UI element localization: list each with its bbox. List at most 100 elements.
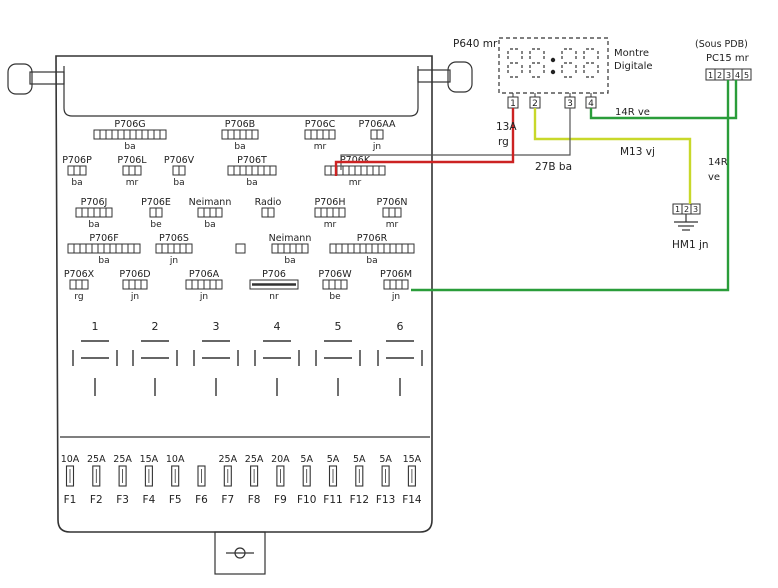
relay-number: 2 <box>152 320 159 333</box>
connector-cell <box>341 243 349 254</box>
connector-cell <box>378 165 386 176</box>
connector-cell <box>353 243 361 254</box>
connector-cell <box>372 165 380 176</box>
bottom-hook <box>214 531 266 575</box>
connector-cell <box>227 165 235 176</box>
connector-cell <box>283 243 291 254</box>
connector-cell <box>304 129 312 140</box>
fuse-f6: F6 <box>195 465 208 506</box>
wire-m13-label: M13 vj <box>620 146 655 158</box>
fuse-name: F5 <box>169 494 182 506</box>
connector-cells <box>122 165 142 176</box>
wire-14r-top <box>589 80 738 120</box>
fuse-name: F1 <box>64 494 77 506</box>
connector-cell <box>109 243 117 254</box>
connector-cell <box>147 129 155 140</box>
connector-ref: Radio <box>255 197 282 208</box>
connector-cells <box>329 243 415 254</box>
pin-label: 2 <box>717 71 722 80</box>
connector-ref: P706L <box>117 155 147 166</box>
connector-cell <box>383 279 391 290</box>
pin-label: 2 <box>532 99 538 109</box>
connector-ref: P706P <box>62 155 92 166</box>
fuse-name: F9 <box>274 494 287 506</box>
connector-cell <box>354 165 362 176</box>
pin-box <box>741 68 752 81</box>
connector-cell <box>338 207 346 218</box>
connector-cell <box>263 165 271 176</box>
fuse-rating: 15A <box>403 454 422 465</box>
fuse-box-inner-panel <box>63 66 419 117</box>
connector-cell <box>203 279 211 290</box>
connector-color: ba <box>366 256 377 266</box>
connector-cell <box>115 243 123 254</box>
pc15-pin-2: 2 <box>714 68 725 81</box>
connector-cell <box>322 279 330 290</box>
connector-cell <box>185 279 193 290</box>
connector-cells <box>322 279 348 290</box>
connector-color: jn <box>169 256 178 266</box>
connector-ref: P706R <box>357 233 388 244</box>
connector-cell <box>127 243 135 254</box>
connector-color: ba <box>124 142 135 152</box>
connector-cell <box>340 279 348 290</box>
connector-color: be <box>329 292 341 302</box>
connector-cell <box>155 243 163 254</box>
relay-number: 6 <box>397 320 404 333</box>
relay-1: 1 <box>72 320 118 396</box>
pc15-pin-3: 3 <box>723 68 734 81</box>
connector-ref: P706D <box>119 269 150 280</box>
connector-color: ba <box>204 220 215 230</box>
connector-cells <box>227 165 277 176</box>
connector-cells <box>122 279 148 290</box>
fuse-name: F8 <box>248 494 261 506</box>
connector-ref: P706X <box>64 269 95 280</box>
connector-color: jn <box>372 142 381 152</box>
clock-title-line1: Montre <box>614 48 649 59</box>
left-mount-tab <box>7 63 33 95</box>
connector-cell <box>140 279 148 290</box>
fuse-f2: 25A F2 <box>87 454 106 506</box>
digit-1 <box>507 48 523 78</box>
right-mount-tab <box>447 61 473 93</box>
relay-6: 6 <box>377 320 423 396</box>
connector-cells <box>75 207 113 218</box>
connector-cell <box>134 165 142 176</box>
pin-label: 3 <box>726 71 731 80</box>
connector-cell <box>161 243 169 254</box>
connector-cell <box>395 279 403 290</box>
connector-cell <box>128 279 136 290</box>
fuse-rating: 25A <box>87 454 106 465</box>
connector-color: jn <box>199 292 208 302</box>
fuse-rating: 15A <box>140 454 159 465</box>
connector-cell <box>79 243 87 254</box>
connector-color: ba <box>234 142 245 152</box>
fuse-rating: 5A <box>353 454 366 465</box>
connector-cell <box>335 243 343 254</box>
connector-cell <box>324 165 332 176</box>
pin-label: 1 <box>675 205 680 214</box>
wire-m13 <box>533 108 692 204</box>
fuse-rating: 5A <box>300 454 313 465</box>
connector-cell <box>203 207 211 218</box>
connector-cell <box>348 165 356 176</box>
relay-number: 4 <box>274 320 281 333</box>
right-mount-arm <box>417 69 451 83</box>
small-socket <box>235 243 246 254</box>
connector-cell <box>117 129 125 140</box>
fuse-name: F2 <box>90 494 103 506</box>
clock-pin-1: 1 <box>507 93 519 109</box>
connector-cells <box>304 129 336 140</box>
connector-cells <box>69 279 89 290</box>
